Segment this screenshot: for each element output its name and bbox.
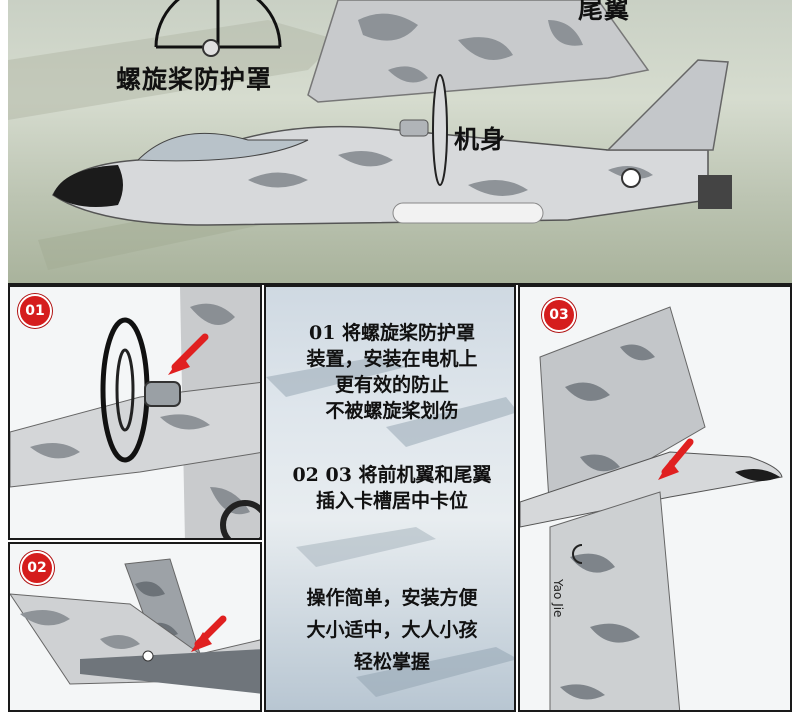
- wing-install-photo: [520, 306, 783, 710]
- instruction-line: 更有效的防止: [334, 374, 449, 396]
- fuselage-label: 机身: [454, 125, 507, 154]
- brand-mark: Yao Jie: [551, 579, 565, 618]
- instruction-line: 装置，安装在电机上: [306, 348, 478, 370]
- propeller-guard-label: 螺旋桨防护罩: [116, 65, 273, 94]
- tail-install-photo: [10, 558, 260, 694]
- propeller-guard-photo: [10, 287, 260, 538]
- instruction-block-wings: 02 03 将前机翼和尾翼 插入卡槽居中卡位: [266, 462, 514, 514]
- aircraft-overview-illustration: [8, 0, 732, 270]
- step-1-panel: 01: [8, 285, 262, 540]
- step-badge: 02: [20, 551, 54, 585]
- instruction-line: 02 03 将前机翼和尾翼: [292, 464, 492, 486]
- instruction-line: 不被螺旋桨划伤: [325, 400, 459, 422]
- instruction-line: 轻松掌握: [353, 651, 430, 673]
- instruction-line: 01 将螺旋桨防护罩: [308, 322, 476, 344]
- step-badge: 01: [18, 294, 52, 328]
- instruction-line: 大小适中，大人小孩: [306, 619, 478, 641]
- hero-banner: 螺旋桨防护罩 机身 尾翼: [8, 0, 792, 285]
- step-3-panel: 03 Yao Jie: [518, 285, 792, 712]
- step-badge: 03: [542, 298, 576, 332]
- step-2-panel: 02: [8, 542, 262, 712]
- instruction-panel: 01 将螺旋桨防护罩 装置，安装在电机上 更有效的防止 不被螺旋桨划伤 02 0…: [264, 285, 516, 712]
- instruction-line: 插入卡槽居中卡位: [315, 490, 468, 512]
- instruction-block-guard: 01 将螺旋桨防护罩 装置，安装在电机上 更有效的防止 不被螺旋桨划伤: [266, 320, 514, 424]
- tail-label: 尾翼: [578, 0, 631, 24]
- instruction-line: 操作简单，安装方便: [306, 587, 478, 609]
- jets-background: [266, 357, 514, 697]
- instruction-block-features: 操作简单，安装方便 大小适中，大人小孩 轻松掌握: [266, 582, 514, 678]
